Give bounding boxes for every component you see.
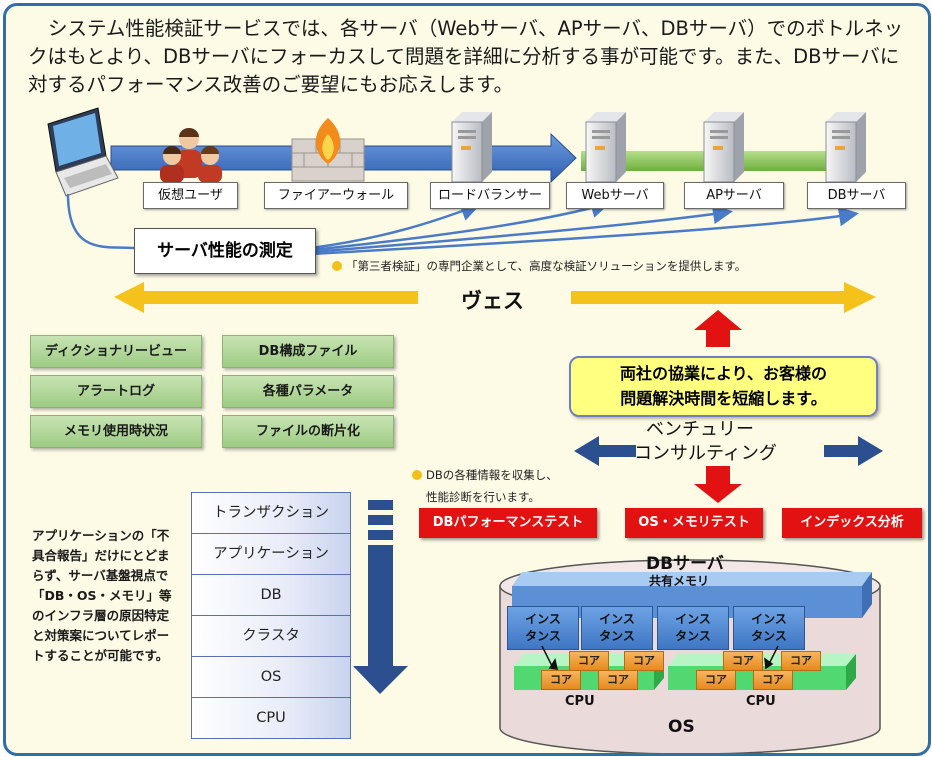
os-memory-test-badge: OS・メモリテスト <box>625 508 763 538</box>
red-arrow-up <box>694 310 742 347</box>
bullet-dot-icon <box>332 261 342 271</box>
shared-memory-label: 共有メモリ <box>649 574 710 588</box>
core-block: コア <box>624 651 664 671</box>
stack-layer-application: アプリケーション <box>191 533 351 575</box>
cpu-label-2: CPU <box>746 694 776 709</box>
db-item-dictionary-view: ディクショナリービュー <box>30 335 202 368</box>
instance-text: タンス <box>525 629 561 643</box>
instance-block: インスタンス <box>657 606 729 650</box>
collect-note: DBの各種情報を収集し、 性能診断を行います。 <box>412 464 558 508</box>
cpu-label-1: CPU <box>565 694 595 709</box>
db-item-file-fragmentation: ファイルの断片化 <box>222 415 394 448</box>
core-block: コア <box>723 651 763 671</box>
navy-arrow-left <box>574 436 636 466</box>
collect-note-line-1: DBの各種情報を収集し、 <box>426 468 558 482</box>
instance-text: インス <box>751 612 787 626</box>
web-server-icon <box>585 112 626 183</box>
collaboration-text-line-2: 問題解決時間を短縮します。 <box>620 389 827 408</box>
core-arrows <box>541 645 779 670</box>
user-group-icon <box>160 128 222 183</box>
virtual-user-label: 仮想ユーザ <box>143 182 238 209</box>
load-balancer-server-icon <box>451 112 492 183</box>
instance-block: インスタンス <box>733 606 805 650</box>
intro-text: システム性能検証サービスでは、各サーバ（Webサーバ、APサーバ、DBサーバ）で… <box>28 17 904 96</box>
instance-text: インス <box>599 612 635 626</box>
instance-text: インス <box>675 612 711 626</box>
diagram-frame: システム性能検証サービスでは、各サーバ（Webサーバ、APサーバ、DBサーバ）で… <box>3 3 931 756</box>
index-analysis-badge: インデックス分析 <box>782 508 922 538</box>
db-diagram-title: DBサーバ <box>646 554 724 574</box>
venture-line-2: コンサルティング <box>634 443 777 464</box>
db-item-parameters: 各種パラメータ <box>222 375 394 408</box>
core-block: コア <box>569 651 609 671</box>
core-block: コア <box>541 670 581 690</box>
stack-layer-db: DB <box>191 574 351 616</box>
collect-note-line-2: 性能診断を行います。 <box>426 490 540 504</box>
load-balancer-label: ロードバランサー <box>430 182 550 209</box>
laptop-icon <box>47 107 119 197</box>
core-block: コア <box>696 670 736 690</box>
firewall-icon <box>291 118 365 182</box>
red-arrow-down <box>694 466 742 503</box>
stack-layer-os: OS <box>191 656 351 698</box>
collaboration-text-line-1: 両社の協業により、お客様の <box>619 364 828 383</box>
stack-down-arrow <box>353 500 408 694</box>
core-block: コア <box>781 651 821 671</box>
core-block: コア <box>753 670 793 690</box>
instance-block: インスタンス <box>581 606 653 650</box>
measure-arrows <box>66 193 859 256</box>
side-note: アプリケーションの「不具合報告」だけにとどまらず、サーバ基盤視点で「DB・OS・… <box>32 528 172 663</box>
web-server-label: Webサーバ <box>566 182 664 209</box>
ap-server-label: APサーバ <box>684 182 784 209</box>
db-server-label: DBサーバ <box>807 182 906 209</box>
instance-text: タンス <box>599 629 635 643</box>
db-performance-test-badge: DBパフォーマンステスト <box>419 508 597 538</box>
firewall-label: ファイアーウォール <box>264 182 408 209</box>
collaboration-box: 両社の協業により、お客様の 問題解決時間を短縮します。 <box>569 356 878 417</box>
third-party-note: 「第三者検証」の専門企業として、高度な検証ソリューションを提供します。 <box>332 258 746 274</box>
ap-server-icon <box>703 112 744 183</box>
vesu-label: ヴェス <box>461 289 524 313</box>
yellow-arrow-right <box>571 282 876 313</box>
instance-text: タンス <box>751 629 787 643</box>
db-item-alert-log: アラートログ <box>30 375 202 408</box>
bullet-dot-icon <box>412 470 422 480</box>
instance-block: インスタンス <box>507 606 579 650</box>
stack-layer-cluster: クラスタ <box>191 615 351 657</box>
server-measure-box: サーバ性能の測定 <box>134 228 316 274</box>
instance-text: タンス <box>675 629 711 643</box>
db-item-memory-usage: メモリ使用時状況 <box>30 415 202 448</box>
venture-consulting-label: ベンチュリー コンサルティング <box>634 418 824 466</box>
navy-arrow-right <box>824 436 883 466</box>
core-block: コア <box>598 670 638 690</box>
os-label: OS <box>668 717 695 737</box>
instance-text: インス <box>525 612 561 626</box>
yellow-arrow-left <box>114 282 418 313</box>
db-server-icon <box>825 112 866 183</box>
venture-line-1: ベンチュリー <box>646 419 754 440</box>
db-item-config-file: DB構成ファイル <box>222 335 394 368</box>
third-party-note-text: 「第三者検証」の専門企業として、高度な検証ソリューションを提供します。 <box>346 259 747 273</box>
stack-layer-cpu: CPU <box>191 697 351 739</box>
